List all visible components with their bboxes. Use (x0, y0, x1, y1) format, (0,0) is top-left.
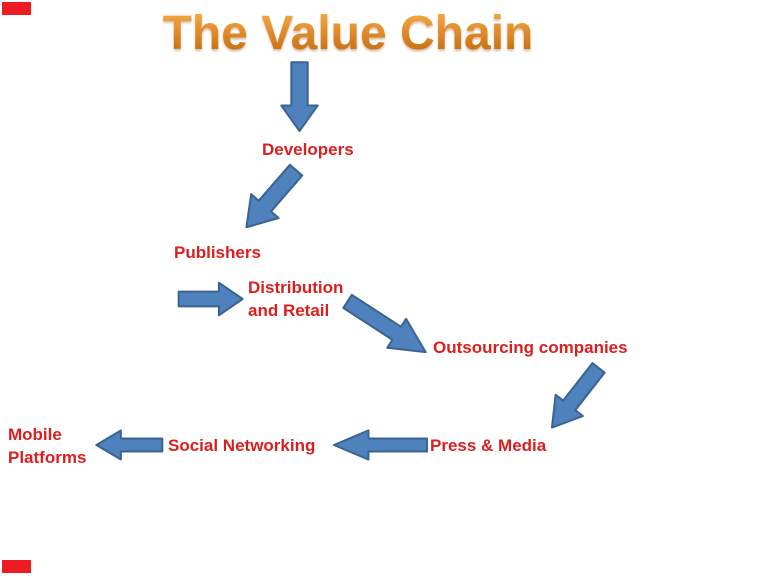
node-publishers: Publishers (174, 243, 261, 262)
arrow-down-right-icon (336, 285, 437, 369)
arrow-down-icon (280, 62, 320, 133)
slide-title: The Value Chain (0, 6, 696, 61)
node-distribution-line2: and Retail (248, 301, 330, 320)
arrow-right-icon (178, 281, 244, 317)
arrow-down-left-icon (230, 156, 311, 241)
node-distribution-line1: Distribution (248, 278, 344, 297)
arrow-left-icon (95, 429, 163, 461)
node-developers: Developers (262, 140, 354, 159)
node-mobile-line2: Platforms (8, 448, 87, 467)
arrow-left-icon (332, 429, 428, 461)
red-corner-marker-bottom (2, 560, 31, 573)
arrow-down-left-icon (536, 356, 614, 441)
red-corner-marker-top (2, 2, 31, 15)
node-press-and-media: Press & Media (430, 436, 547, 455)
node-distribution-and-retail: Distribution and Retail (248, 276, 343, 322)
node-mobile-line1: Mobile (8, 425, 62, 444)
node-social-networking: Social Networking (168, 436, 316, 455)
node-outsourcing-companies: Outsourcing companies (433, 338, 628, 357)
node-mobile-platforms: Mobile Platforms (8, 423, 86, 469)
